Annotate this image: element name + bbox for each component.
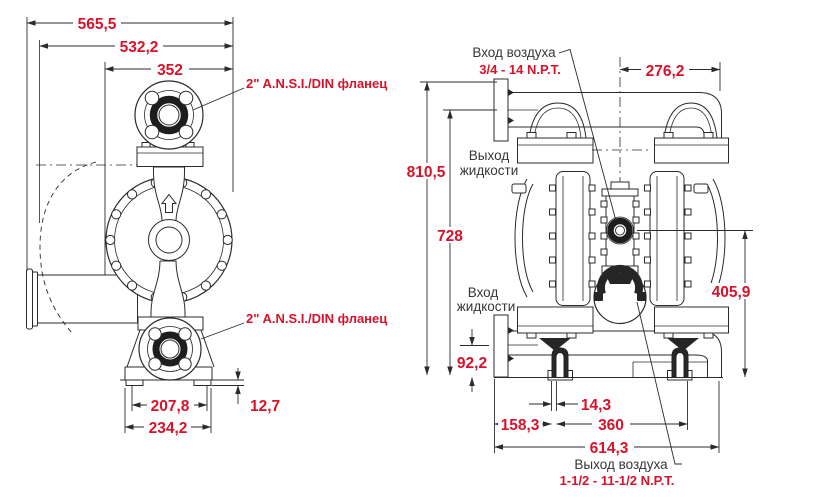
lower-neck [150, 260, 186, 318]
dim-exhaust-height: 405,9 [637, 230, 754, 378]
fluid-inlet-flange [493, 314, 509, 378]
side-bottom-flange [137, 316, 204, 381]
dim-manifold-width: 276,2 [619, 62, 721, 91]
hidden-housing-outline [39, 161, 97, 334]
dim-overall-width-value: 614,3 [590, 440, 629, 457]
side-dimensions: 565,5 532,2 352 207,8 [26, 16, 387, 437]
dim-foot-width-value: 207,8 [151, 398, 190, 415]
air-valve-block [600, 181, 640, 274]
suction-manifold [493, 306, 729, 378]
flange-note-bottom-text: 2" A.N.S.I./DIN фланец [246, 311, 387, 326]
air-exhaust-port [606, 216, 634, 245]
dim-manifold-width-value: 276,2 [646, 63, 685, 80]
front-view: 276,2 810,5 728 92,2 [404, 45, 754, 488]
dim-inlet-height-value: 92,2 [457, 355, 487, 372]
side-muffler [26, 268, 138, 330]
left-chamber-bolts [549, 184, 596, 288]
dim-flange-depth: 352 [104, 62, 234, 79]
dim-outlet-height: 728 [432, 109, 497, 376]
fluid-inlet-line1: Вход [468, 285, 499, 300]
dim-foot-width: 207,8 [131, 386, 208, 415]
discharge-manifold [493, 78, 722, 142]
front-feet [494, 347, 723, 381]
air-exhaust-label: Выход воздуха 1-1/2 - 11-1/2 N.P.T. [560, 301, 682, 488]
side-top-flange [134, 80, 204, 167]
dim-foot-slot-width-value: 14,3 [581, 397, 612, 414]
right-chamber-bolts [644, 184, 692, 288]
dim-overall-height: 810,5 [404, 81, 497, 376]
air-exhaust-thread: 1-1/2 - 11-1/2 N.P.T. [560, 473, 675, 488]
chamber-top-caps [517, 132, 729, 164]
dim-housing-depth-value: 532,2 [120, 39, 159, 56]
dim-overall-height-value: 810,5 [407, 164, 446, 181]
dim-flange-depth-value: 352 [157, 62, 183, 79]
air-exhaust-name: Выход воздуха [574, 457, 668, 472]
exhaust-muffler [593, 264, 647, 325]
flange-note-top: 2" A.N.S.I./DIN фланец [192, 76, 387, 111]
fluid-outlet-line1: Выход [469, 148, 510, 163]
fluid-inlet-label: Вход жидкости [457, 285, 516, 314]
fluid-inlet-line2: жидкости [457, 299, 516, 314]
right-chamber [644, 171, 726, 306]
dim-housing-depth: 532,2 [39, 39, 234, 56]
dim-exhaust-height-value: 405,9 [712, 284, 751, 301]
dim-overall-width: 614,3 [494, 381, 720, 457]
dim-flange-to-foot-value: 158,3 [501, 417, 540, 434]
dim-overall-depth: 565,5 [26, 16, 234, 33]
diaphragm-housing [105, 166, 233, 318]
dim-base-pad-height-value: 12,7 [250, 398, 280, 415]
air-inlet-name: Вход воздуха [472, 45, 556, 60]
dim-foot-spacing: 360 [556, 381, 688, 434]
port-labels: Вход воздуха 3/4 - 14 N.P.T. Выход жидко… [457, 45, 682, 488]
dim-base-width-value: 234,2 [149, 420, 188, 437]
front-dimensions: 276,2 810,5 728 92,2 [404, 62, 754, 457]
dim-flange-to-foot: 158,3 [494, 379, 552, 453]
dim-foot-slot-width: 14,3 [529, 381, 611, 414]
side-view: 565,5 532,2 352 207,8 [26, 16, 387, 437]
air-inlet-label: Вход воздуха 3/4 - 14 N.P.T. [472, 45, 617, 222]
left-chamber [511, 171, 596, 306]
dim-overall-depth-value: 565,5 [78, 16, 117, 33]
dim-foot-spacing-value: 360 [598, 417, 624, 434]
fluid-outlet-line2: жидкости [460, 163, 519, 178]
dim-outlet-height-value: 728 [437, 228, 463, 245]
flange-note-bottom: 2" A.N.S.I./DIN фланец [200, 311, 387, 340]
dim-base-width: 234,2 [124, 388, 212, 437]
fluid-outlet-label: Выход жидкости [460, 148, 519, 178]
air-inlet-thread: 3/4 - 14 N.P.T. [479, 62, 560, 77]
dim-base-pad-height: 12,7 [212, 368, 280, 415]
dim-inlet-height: 92,2 [457, 329, 489, 392]
flow-direction-arrow-icon [160, 193, 178, 213]
flange-note-top-text: 2" A.N.S.I./DIN фланец [246, 76, 387, 91]
